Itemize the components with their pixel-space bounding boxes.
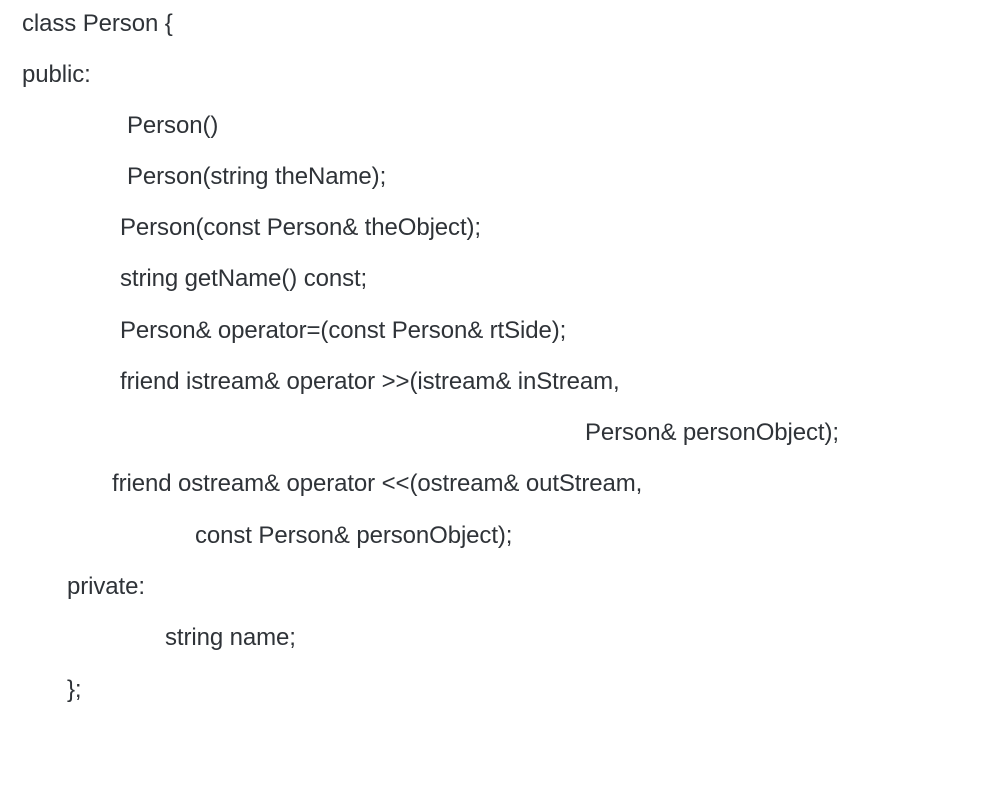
code-line-name-constructor: Person(string theName); <box>127 163 387 190</box>
code-line-extraction-operator: friend istream& operator >>(istream& inS… <box>120 368 620 395</box>
code-line-private-label: private: <box>67 573 145 600</box>
code-line-class-declaration: class Person { <box>22 10 173 37</box>
code-line-insertion-operator: friend ostream& operator <<(ostream& out… <box>112 470 643 497</box>
code-line-public-label: public: <box>22 61 91 88</box>
code-line-class-end: }; <box>67 676 82 703</box>
code-line-get-name: string getName() const; <box>120 265 368 292</box>
code-line-extraction-operator-cont: Person& personObject); <box>585 419 839 446</box>
code-line-assignment-operator: Person& operator=(const Person& rtSide); <box>120 317 567 344</box>
code-line-default-constructor: Person() <box>127 112 219 139</box>
code-line-copy-constructor: Person(const Person& theObject); <box>120 214 481 241</box>
code-line-insertion-operator-cont: const Person& personObject); <box>195 522 513 549</box>
code-line-name-member: string name; <box>165 624 296 651</box>
